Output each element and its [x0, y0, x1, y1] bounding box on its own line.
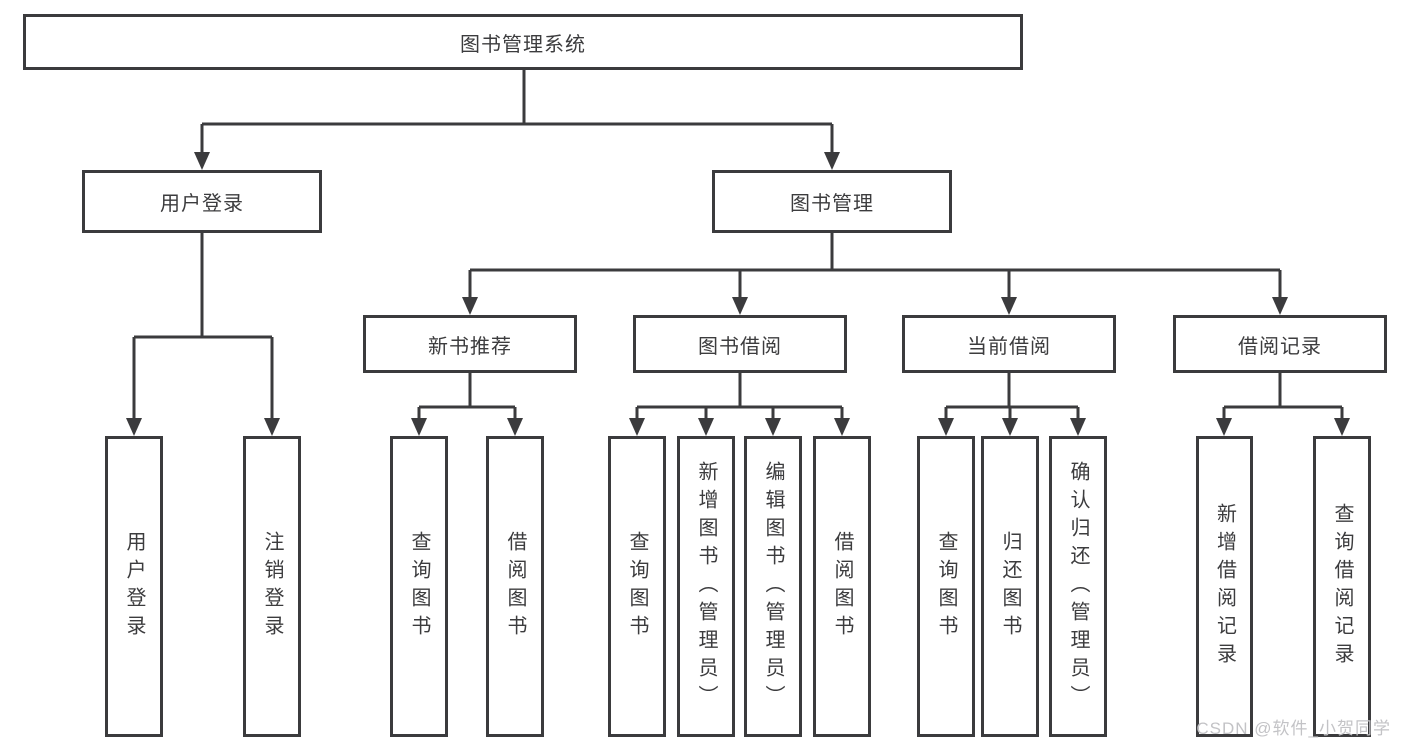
- node-br-add-record-label: 新增借阅记录: [1213, 502, 1236, 671]
- node-bb-add-book-admin-label: 新增图书（管理员）: [695, 460, 717, 713]
- csdn-watermark: CSDN @软件_小贺同学: [1196, 719, 1391, 738]
- node-new-book-recommend: 新书推荐: [363, 315, 577, 373]
- node-current-borrow-label: 当前借阅: [967, 335, 1051, 358]
- node-bb-add-book-admin: 新增图书（管理员）: [677, 436, 735, 737]
- node-cb-query-book: 查询图书: [917, 436, 975, 737]
- node-borrow-records: 借阅记录: [1173, 315, 1387, 373]
- node-br-query-record-label: 查询借阅记录: [1331, 502, 1353, 671]
- node-cb-confirm-return-admin: 确认归还（管理员）: [1049, 436, 1107, 737]
- arrowhead-group: [126, 152, 1350, 436]
- node-borrow-records-label: 借阅记录: [1238, 335, 1322, 358]
- node-bb-query-book-label: 查询图书: [626, 530, 648, 643]
- node-rec-query-book-label: 查询图书: [408, 530, 430, 643]
- node-rec-borrow-book-label: 借阅图书: [504, 530, 526, 643]
- node-bb-borrow-book-label: 借阅图书: [831, 530, 853, 643]
- node-root-label: 图书管理系统: [460, 33, 586, 56]
- node-rec-borrow-book: 借阅图书: [486, 436, 544, 737]
- node-logout-label: 注销登录: [261, 530, 283, 643]
- node-br-query-record: 查询借阅记录: [1313, 436, 1371, 737]
- node-logout: 注销登录: [243, 436, 301, 737]
- node-bb-query-book: 查询图书: [608, 436, 666, 737]
- node-bb-borrow-book: 借阅图书: [813, 436, 871, 737]
- node-cb-return-book-label: 归还图书: [999, 530, 1021, 643]
- node-rec-query-book: 查询图书: [390, 436, 448, 737]
- node-book-management: 图书管理: [712, 170, 952, 233]
- node-new-book-recommend-label: 新书推荐: [428, 335, 512, 358]
- node-user-login-leaf: 用户登录: [105, 436, 163, 737]
- node-user-login: 用户登录: [82, 170, 322, 233]
- node-br-add-record: 新增借阅记录: [1196, 436, 1253, 737]
- node-current-borrow: 当前借阅: [902, 315, 1116, 373]
- node-book-management-label: 图书管理: [790, 193, 874, 215]
- node-bb-edit-book-admin: 编辑图书（管理员）: [744, 436, 802, 737]
- node-cb-return-book: 归还图书: [981, 436, 1039, 737]
- node-book-borrow-label: 图书借阅: [698, 335, 782, 358]
- node-bb-edit-book-admin-label: 编辑图书（管理员）: [762, 460, 784, 713]
- node-user-login-leaf-label: 用户登录: [123, 530, 145, 643]
- node-cb-confirm-return-admin-label: 确认归还（管理员）: [1067, 460, 1089, 713]
- node-book-borrow: 图书借阅: [633, 315, 847, 373]
- node-root: 图书管理系统: [23, 14, 1023, 70]
- node-cb-query-book-label: 查询图书: [935, 530, 957, 643]
- node-user-login-label: 用户登录: [160, 193, 244, 215]
